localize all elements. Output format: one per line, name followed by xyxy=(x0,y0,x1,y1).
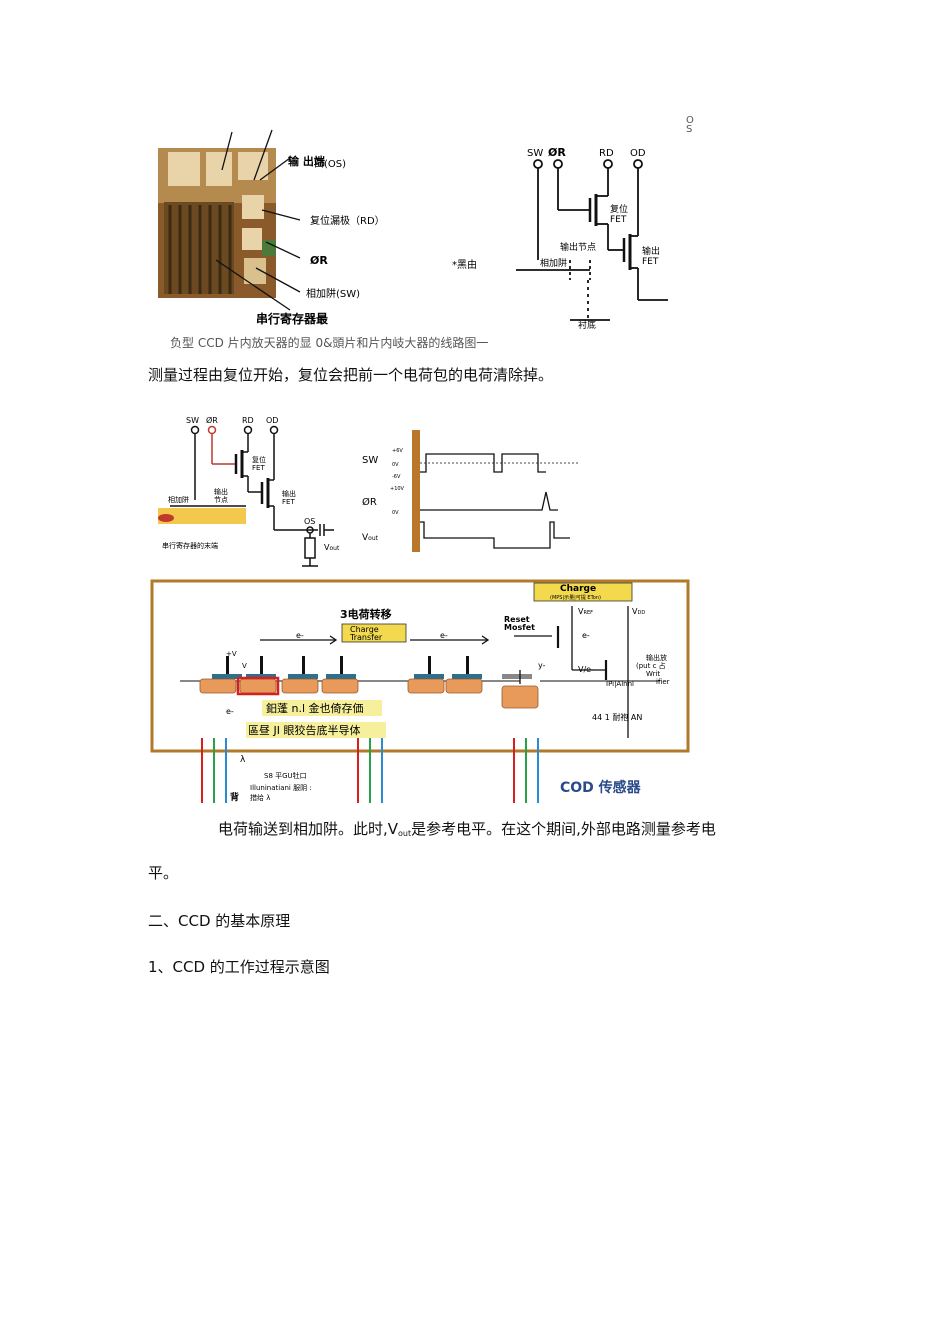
pixel-label: IPi|Alnnl xyxy=(606,680,634,688)
circuit-label-rd: RD xyxy=(599,148,614,159)
circuit-label-fet1: FET xyxy=(610,215,627,225)
pv-label: +V xyxy=(226,650,237,658)
ccd-sensor-label: COD 传感器 xyxy=(560,779,642,796)
photo-label-sw: 相加阱(SW) xyxy=(306,287,360,300)
charge-box-sub: (MPS|示量|可提 ETon) xyxy=(550,594,601,601)
para2-part-b: 是参考电平。在这个期间,外部电路测量参考电 xyxy=(411,820,716,838)
output-amp-1: 输出​放 xyxy=(646,653,667,662)
timing-tick-0v-1: 0V xyxy=(392,462,399,468)
fig2-label-output-node-2: 节点 xyxy=(214,496,228,504)
fig3-title: 3电荷转移 xyxy=(340,607,392,621)
v-label: V xyxy=(242,662,247,670)
vref-label: VREF xyxy=(578,607,593,616)
timing-label-vout: Vout xyxy=(362,533,379,543)
output-amp-3: Writ xyxy=(646,670,660,678)
timing-label-sw: SW xyxy=(362,455,378,466)
bottom-left-label: 背 xyxy=(230,791,239,803)
photo-label-os: 输 出端 xyxy=(288,154,325,168)
e-minus-1: e- xyxy=(296,631,304,640)
bottom-label-2: Illuninatiani 服阴 : xyxy=(250,783,312,792)
fig2-label-sw: SW xyxy=(186,416,199,425)
timing-bar xyxy=(412,430,420,552)
circuit-label-output-fet: 输出 xyxy=(642,245,660,257)
ccd-gates xyxy=(199,656,539,709)
photo-label-rd: 复位漏极（RD） xyxy=(310,214,385,227)
fig2-label-fet: FET xyxy=(252,464,265,472)
charge-box: Charge xyxy=(560,584,596,594)
paragraph-reset: 测量过程由复位开始，复位会把前一个电荷包的电荷清除掉。 xyxy=(148,366,554,384)
fig3-amplifier xyxy=(514,606,629,738)
figure-2: SW ØR RD OD 复位 FET 输出 节点 输出 FET 相加阱 OS V… xyxy=(150,410,590,570)
fig2-label-os: OS xyxy=(304,517,315,526)
output-amplifier-circuit xyxy=(516,159,668,321)
charge-transfer-1: Charge xyxy=(350,625,379,634)
paragraph-summing-well: 电荷输送到相加阱。此时,Vout是参考电平。在这个期间,外部电路测量参考电 xyxy=(218,818,716,839)
fig2-label-vout: Vout xyxy=(324,543,340,552)
timing-tick-0v-2: 0V xyxy=(392,510,399,516)
asterisk-text: *黑由 xyxy=(452,258,477,271)
fig2-label-rd: RD xyxy=(242,416,254,425)
circuit-label-phi-r: ØR xyxy=(548,146,566,159)
chip-photo: 输 出端 口(OS) 复位漏极（RD） ØR 相加阱(SW) 串行寄存器最 *黑… xyxy=(158,129,668,331)
timing-waveforms xyxy=(420,453,580,549)
circuit-label-od: OD xyxy=(630,148,646,159)
figure-1: 输 出端 口(OS) 复位漏极（RD） ØR 相加阱(SW) 串行寄存器最 *黑… xyxy=(150,110,710,335)
circuit-label-fet2: FET xyxy=(642,257,659,267)
bottom-label-1: S8 平GU牡口 xyxy=(264,771,307,780)
photo-label-os-suffix: 口(OS) xyxy=(314,159,346,170)
para2-part-a: 电荷输送到相加阱。此时,V xyxy=(218,820,399,838)
ve-label: V/e- xyxy=(578,665,594,674)
photo-label-phi-r: ØR xyxy=(310,254,328,267)
timing-tick-p10v: +10V xyxy=(390,486,405,492)
charge-transfer-2: Transfer xyxy=(349,633,383,642)
para2-sub: out xyxy=(398,829,412,838)
circuit-label-output-node: 输出节点 xyxy=(560,241,596,253)
fig2-label-caption: 串行寄存器的末端 xyxy=(162,541,218,550)
photo-label-bottom: 串行寄存器最 xyxy=(256,311,329,326)
timing-tick-p6v: +6V xyxy=(392,448,403,454)
timing-label-phi-r: ØR xyxy=(362,496,377,508)
timing-tick-m6v: -6V xyxy=(392,474,401,480)
vdd-label: VDD xyxy=(632,607,645,616)
e-minus-well: e- xyxy=(226,707,234,716)
circuit-label-summing-well: 相加阱 xyxy=(540,257,567,269)
yellow-label-2: 區昼 JI 眼狡告底半导体 xyxy=(248,723,360,737)
lambda-label: λ xyxy=(240,755,246,765)
fig2-label-output-fet: 输出 xyxy=(282,489,296,498)
light-arrows xyxy=(201,738,539,803)
fig2-label-output-node-1: 输出 xyxy=(214,487,228,496)
e-minus-reset: e- xyxy=(582,631,590,640)
output-amp-2: (put c 占 xyxy=(636,661,666,670)
reset-mosfet-2: Mosfet xyxy=(504,623,535,632)
bottom-label-3: 措给 λ xyxy=(250,793,270,802)
yellow-label-1: 鈤蓬 n.l 金也倚存価 xyxy=(266,701,364,715)
circuit-label-reset-fet: 复位 xyxy=(610,203,628,215)
corner-text: O S xyxy=(686,115,694,135)
reset-circuit xyxy=(170,425,334,567)
e-minus-2: e- xyxy=(440,631,448,640)
circuit-label-sw: SW xyxy=(527,148,543,159)
ye-label: y- xyxy=(538,661,546,670)
fig2-label-reset: 复位 xyxy=(252,455,266,464)
row-label: 44 1 耐袍 AN xyxy=(592,712,642,722)
reset-mosfet-1: Reset xyxy=(504,615,530,624)
circuit-label-substrate: 衬底 xyxy=(578,319,596,331)
subsection-heading-1: 1、CCD 的工作过程示意图 xyxy=(148,958,330,976)
fig2-label-summing-well: 相加阱 xyxy=(168,495,189,504)
output-amp-4: ifier xyxy=(656,678,670,686)
paragraph-summing-well-cont: 平。 xyxy=(148,864,179,882)
section-heading-2: 二、CCD 的基本原理 xyxy=(148,912,291,930)
figure-3: Charge (MPS|示量|可提 ETon) 3电荷转移 Charge Tra… xyxy=(150,578,700,803)
figure-1-caption: 负型 CCD 片内放天器的显 0&頭片和片内岐大器的线路图一 xyxy=(170,336,489,350)
fig2-label-od: OD xyxy=(266,416,278,425)
fig2-label-fet2: FET xyxy=(282,498,295,506)
fig2-label-phi-r: ØR xyxy=(206,415,218,425)
